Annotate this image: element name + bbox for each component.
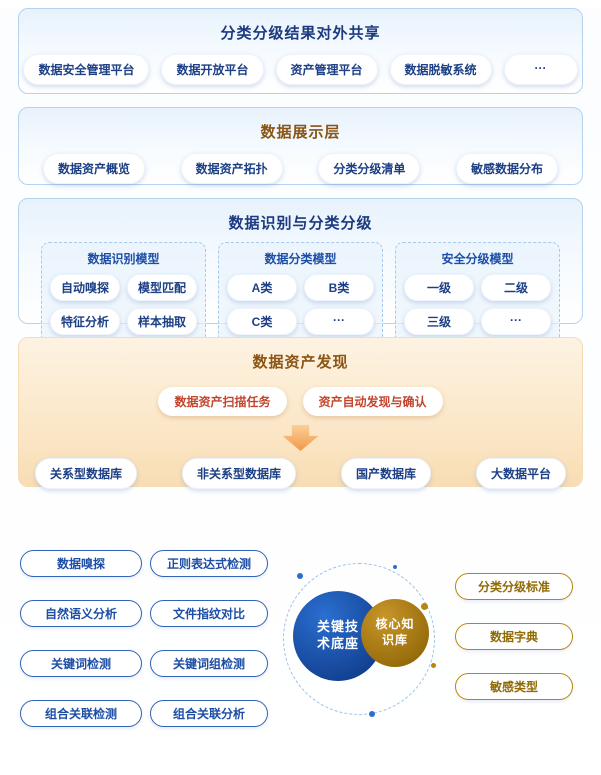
- group-title: 数据分类模型: [264, 252, 337, 266]
- knowledge-pill: 数据字典: [455, 623, 573, 650]
- core-knowledge-label: 核心知识库: [375, 617, 415, 647]
- section-identify: 数据识别与分类分级 数据识别模型 自动嗅探 模型匹配 特征分析 样本抽取 数据分…: [18, 198, 583, 345]
- level-pill: 一级: [404, 274, 474, 301]
- class-pill: B类: [304, 274, 374, 301]
- group-classification-model: 数据分类模型 A类 B类 C类 ···: [218, 242, 383, 345]
- technique-pill: 正则表达式检测: [150, 550, 268, 577]
- knowledge-pill: 敏感类型: [455, 673, 573, 700]
- database-row: 关系型数据库 非关系型数据库 国产数据库 大数据平台: [19, 458, 582, 489]
- share-pill-row: 数据安全管理平台 数据开放平台 资产管理平台 数据脱敏系统 ···: [19, 54, 582, 85]
- display-pill: 数据资产拓扑: [180, 153, 283, 184]
- discovery-task-row: 数据资产扫描任务 资产自动发现与确认: [19, 387, 582, 416]
- auto-discovery-pill: 资产自动发现与确认: [302, 387, 443, 416]
- share-platform-pill: 数据安全管理平台: [23, 54, 150, 85]
- display-pill: 敏感数据分布: [455, 153, 558, 184]
- share-platform-pill: 数据开放平台: [161, 54, 264, 85]
- model-pill: 模型匹配: [127, 274, 197, 301]
- share-platform-pill: 资产管理平台: [275, 54, 378, 85]
- key-technology-label: 关键技术底座: [316, 619, 359, 651]
- dashed-ring: [283, 563, 435, 715]
- class-pill: C类: [227, 308, 297, 335]
- database-pill: 国产数据库: [340, 458, 431, 489]
- group-title: 安全分级模型: [441, 252, 514, 266]
- group-recognition-model: 数据识别模型 自动嗅探 模型匹配 特征分析 样本抽取: [41, 242, 206, 345]
- technique-pill: 组合关联检测: [20, 700, 142, 727]
- group-pill-grid: A类 B类 C类 ···: [227, 274, 374, 335]
- share-more-pill: ···: [503, 54, 578, 85]
- section-share: 分类分级结果对外共享 数据安全管理平台 数据开放平台 资产管理平台 数据脱敏系统…: [18, 8, 583, 94]
- knowledge-pill: 分类分级标准: [455, 573, 573, 600]
- technique-pill: 自然语义分析: [20, 600, 142, 627]
- technique-pill-grid: 数据嗅探 正则表达式检测 自然语义分析 文件指纹对比 关键词检测 关键词组检测 …: [20, 550, 268, 727]
- technique-pill: 关键词组检测: [150, 650, 268, 677]
- decor-dot: [369, 711, 375, 717]
- decor-dot: [421, 603, 428, 610]
- group-pill-grid: 一级 二级 三级 ···: [404, 274, 551, 335]
- section-share-title: 分类分级结果对外共享: [220, 25, 381, 42]
- section-discovery: 数据资产发现 数据资产扫描任务 资产自动发现与确认 关系型数据库 非关系型数据库…: [18, 337, 583, 489]
- section-display: 数据展示层 数据资产概览 数据资产拓扑 分类分级清单 敏感数据分布: [18, 107, 583, 185]
- decor-dot: [431, 663, 436, 668]
- model-pill: 样本抽取: [127, 308, 197, 335]
- share-platform-pill: 数据脱敏系统: [389, 54, 492, 85]
- class-pill: A类: [227, 274, 297, 301]
- database-pill: 大数据平台: [475, 458, 566, 489]
- database-pill: 关系型数据库: [35, 458, 138, 489]
- decor-dot: [297, 573, 303, 579]
- section-technology: 数据嗅探 正则表达式检测 自然语义分析 文件指纹对比 关键词检测 关键词组检测 …: [0, 535, 601, 775]
- group-pill-grid: 自动嗅探 模型匹配 特征分析 样本抽取: [50, 274, 197, 335]
- technique-pill: 关键词检测: [20, 650, 142, 677]
- model-pill: 自动嗅探: [50, 274, 120, 301]
- group-grading-model: 安全分级模型 一级 二级 三级 ···: [395, 242, 560, 345]
- level-pill: 二级: [481, 274, 551, 301]
- class-more-pill: ···: [304, 308, 374, 335]
- technique-pill: 数据嗅探: [20, 550, 142, 577]
- decor-dot: [393, 565, 397, 569]
- venn-diagram: 关键技术底座 核心知识库: [283, 563, 436, 717]
- technique-pill: 文件指纹对比: [150, 600, 268, 627]
- architecture-diagram: 分类分级结果对外共享 数据安全管理平台 数据开放平台 资产管理平台 数据脱敏系统…: [0, 8, 601, 769]
- arrow-down-icon: [282, 425, 319, 451]
- section-display-title: 数据展示层: [260, 124, 341, 141]
- section-discovery-title: 数据资产发现: [252, 354, 349, 371]
- display-pill-row: 数据资产概览 数据资产拓扑 分类分级清单 敏感数据分布: [19, 153, 582, 184]
- identify-groups-row: 数据识别模型 自动嗅探 模型匹配 特征分析 样本抽取 数据分类模型 A类 B类 …: [19, 242, 582, 345]
- display-pill: 数据资产概览: [43, 153, 146, 184]
- display-pill: 分类分级清单: [318, 153, 421, 184]
- level-pill: 三级: [404, 308, 474, 335]
- technique-pill: 组合关联分析: [150, 700, 268, 727]
- scan-task-pill: 数据资产扫描任务: [158, 387, 287, 416]
- database-pill: 非关系型数据库: [181, 458, 296, 489]
- core-knowledge-circle: 核心知识库: [361, 599, 429, 667]
- model-pill: 特征分析: [50, 308, 120, 335]
- group-title: 数据识别模型: [87, 252, 160, 266]
- section-identify-title: 数据识别与分类分级: [228, 215, 373, 232]
- level-more-pill: ···: [481, 308, 551, 335]
